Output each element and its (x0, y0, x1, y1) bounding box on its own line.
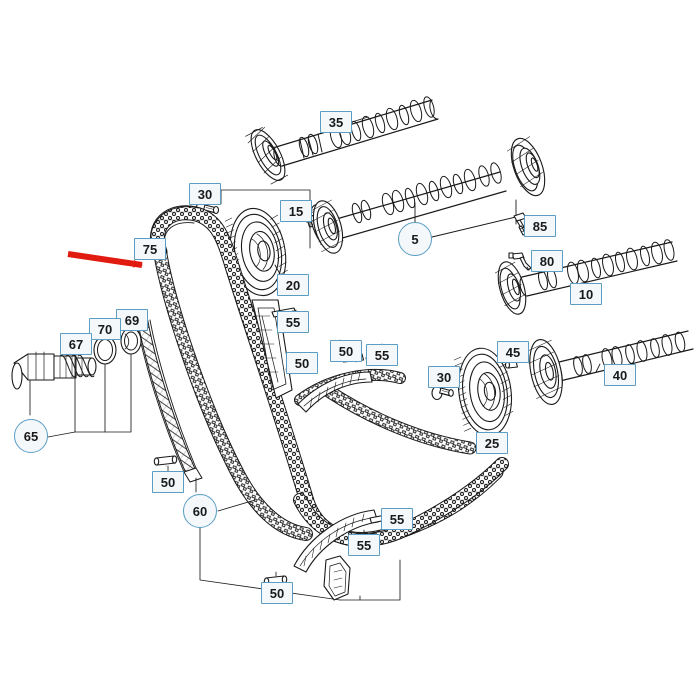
callout-tensioner-spring[interactable]: 67 (60, 333, 92, 355)
callout-label: 30 (436, 369, 452, 385)
callout-guide-rail-bolt-mid-right[interactable]: 55 (366, 344, 398, 366)
callout-camshaft-intake-left[interactable]: 35 (320, 111, 352, 133)
callout-guide-rail-pin-lower-left[interactable]: 50 (152, 471, 184, 493)
bolt-30-lower (431, 385, 454, 401)
tensioner-assembly-65 (11, 327, 142, 390)
callout-tensioner-washer[interactable]: 70 (89, 318, 121, 340)
callout-label: 55 (285, 314, 301, 330)
sprocket-20 (224, 207, 288, 297)
callout-label: 80 (539, 253, 555, 269)
callout-timing-chain[interactable]: 75 (134, 238, 166, 260)
callout-label: 55 (356, 537, 372, 553)
callout-label: 50 (338, 343, 354, 359)
callout-label: 50 (294, 355, 310, 371)
callout-camshaft-exhaust-left[interactable]: 5 (398, 222, 432, 256)
callout-camshaft-right-upper[interactable]: 40 (604, 364, 636, 386)
callout-label: 70 (97, 321, 113, 337)
callout-label: 55 (389, 511, 405, 527)
red-pointer-arrow (67, 251, 143, 268)
callout-label: 10 (578, 286, 594, 302)
callout-guide-rail-pin-bottom[interactable]: 50 (261, 582, 293, 604)
callout-sprocket-small-left[interactable]: 15 (280, 200, 312, 222)
camshaft-35 (245, 96, 439, 185)
callout-label: 25 (484, 435, 500, 451)
callout-camshaft-right-lower[interactable]: 10 (570, 283, 602, 305)
callout-label: 75 (142, 241, 158, 257)
camshaft-10 (494, 239, 678, 315)
callout-bolt-long[interactable]: 85 (524, 215, 556, 237)
callout-guide-rail-pin-upper[interactable]: 55 (277, 311, 309, 333)
sprocket-top-right (507, 136, 546, 197)
callout-guide-rail-bolt-lower[interactable]: 55 (348, 534, 380, 556)
callout-sprocket-large-camshaft[interactable]: 20 (277, 274, 309, 296)
callout-label: 40 (612, 367, 628, 383)
callout-label: 20 (285, 277, 301, 293)
callout-locating-pin[interactable]: 45 (497, 341, 529, 363)
callout-sprocket-large-right[interactable]: 25 (476, 432, 508, 454)
callout-label: 85 (532, 218, 548, 234)
sprocket-15-small (309, 199, 344, 254)
callout-label: 5 (411, 231, 419, 247)
callout-label: 65 (23, 428, 39, 444)
callout-bolt-upper-left[interactable]: 30 (189, 183, 221, 205)
callout-guide-rail-pin-mid-right[interactable]: 50 (330, 340, 362, 362)
callout-bolt-lower-right[interactable]: 30 (428, 366, 460, 388)
callout-label: 55 (374, 347, 390, 363)
callout-label: 50 (160, 474, 176, 490)
callout-label: 15 (288, 203, 304, 219)
callout-label: 69 (124, 312, 140, 328)
callout-guide-rail-bolt-lower-upper[interactable]: 55 (381, 508, 413, 530)
callout-guide-rail-pin-mid[interactable]: 50 (286, 352, 318, 374)
callout-label: 35 (328, 114, 344, 130)
callout-chain-tensioner-assembly[interactable]: 65 (14, 419, 48, 453)
guide-rail-60 (136, 316, 203, 483)
callout-label: 67 (68, 336, 84, 352)
sprocket-25 (453, 347, 514, 437)
callout-label: 60 (192, 503, 208, 519)
callout-oil-spray-nozzle[interactable]: 80 (531, 250, 563, 272)
callout-label: 45 (505, 344, 521, 360)
sprocket-40 (526, 339, 563, 405)
oil-nozzle-80 (508, 252, 532, 271)
callout-chain-guide-rail[interactable]: 60 (183, 494, 217, 528)
callout-label: 30 (197, 186, 213, 202)
callout-label: 50 (269, 585, 285, 601)
pin-50-lower-left (153, 455, 178, 466)
